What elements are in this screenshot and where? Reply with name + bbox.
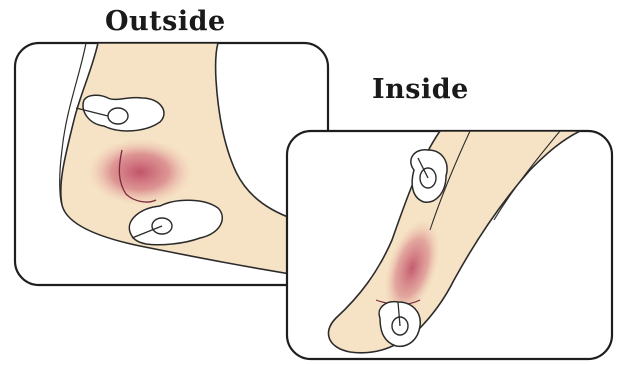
pain-area-icon [88,139,192,205]
outside-panel [15,43,328,285]
inside-panel [287,131,612,359]
